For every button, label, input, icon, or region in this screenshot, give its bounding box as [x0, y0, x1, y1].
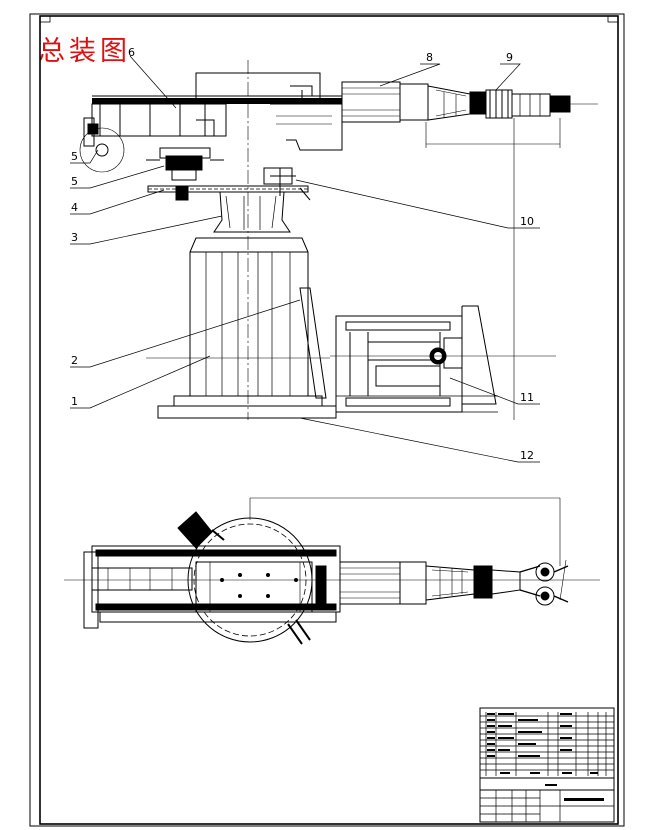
- balloon-5a: 5: [71, 175, 78, 188]
- leader-lines: [70, 55, 540, 463]
- balloon-12: 12: [520, 449, 534, 462]
- title-block: [479, 707, 615, 823]
- balloon-5b: 5: [71, 150, 78, 163]
- balloon-9: 9: [506, 51, 513, 64]
- balloon-4: 4: [71, 201, 78, 214]
- balloon-labels: 1 2 3 4 5 5 6 8 9 10 11 12: [71, 46, 534, 462]
- title-block-marks: [487, 713, 604, 801]
- bolt-holes: [110, 551, 308, 609]
- balloon-3: 3: [71, 231, 78, 244]
- balloon-1: 1: [71, 395, 78, 408]
- top-view: [64, 497, 600, 645]
- drawing-title: 总装图: [38, 36, 131, 67]
- balloon-8: 8: [426, 51, 433, 64]
- balloon-11: 11: [520, 391, 534, 404]
- front-view: [79, 60, 598, 420]
- balloon-6: 6: [128, 46, 135, 59]
- balloon-10: 10: [520, 215, 534, 228]
- sheet-frame: [29, 13, 625, 827]
- balloon-2: 2: [71, 354, 78, 367]
